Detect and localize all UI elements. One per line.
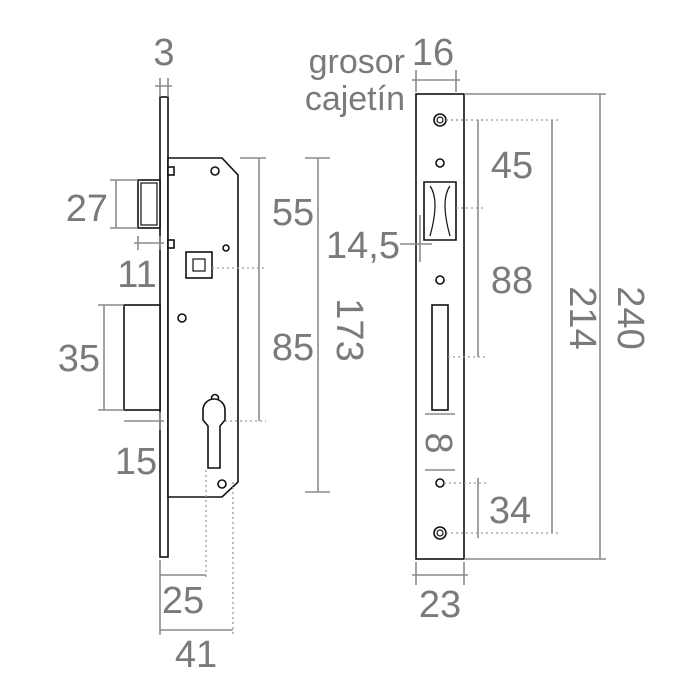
- bolt-opening-inner: [429, 185, 451, 237]
- dim-strike-offset: 14,5: [326, 225, 400, 267]
- dim-lower-spacing: 85: [272, 327, 314, 369]
- dim-upper-spacing: 55: [272, 192, 314, 234]
- screw-icon: [217, 479, 227, 489]
- strike-plate: grosor cajetín 16 14,5 45 88: [305, 32, 651, 626]
- case-tab: [167, 239, 175, 249]
- dim-strike-screws: 214: [561, 286, 603, 349]
- screw-icon: [435, 478, 445, 488]
- faceplate: [159, 96, 169, 558]
- bolt-opening: [423, 181, 457, 241]
- dim-strike-total: 240: [609, 286, 651, 349]
- dim-latch-height: 35: [58, 338, 100, 380]
- screw-icon: [177, 313, 187, 323]
- dim-bolt-height: 27: [66, 188, 108, 230]
- dim-case-depth: 41: [175, 634, 217, 676]
- screw-icon: [435, 275, 445, 285]
- screw-icon: [435, 158, 445, 168]
- cylinder-hole: [202, 398, 226, 469]
- dim-strike-lower: 34: [489, 490, 531, 532]
- deadbolt: [137, 179, 161, 229]
- dim-backset: 25: [162, 580, 204, 622]
- screw-icon: [210, 166, 220, 176]
- dim-front-thickness: 3: [153, 32, 174, 74]
- dim-strike-upper: 45: [491, 145, 533, 187]
- dim-body-height: 173: [328, 298, 370, 361]
- dim-strike-small: 8: [417, 432, 459, 453]
- dim-latch-offset: 15: [115, 441, 157, 483]
- dim-strike-middle: 88: [491, 260, 533, 302]
- screw-icon: [222, 244, 230, 252]
- deadbolt-inner: [140, 182, 158, 226]
- screw-icon: [433, 526, 447, 540]
- screw-icon: [436, 116, 444, 124]
- follower-spindle: [192, 258, 206, 272]
- dim-grosor: 16: [412, 32, 454, 74]
- lock-case: [167, 157, 239, 498]
- screw-icon: [436, 529, 444, 537]
- latch-bolt: [123, 304, 161, 411]
- label-cajetin: cajetín: [305, 80, 405, 118]
- screw-icon: [433, 113, 447, 127]
- latch-slot: [431, 304, 449, 411]
- case-tab: [167, 166, 175, 176]
- follower-square: [185, 251, 213, 279]
- dim-bolt-gap: 11: [117, 254, 156, 296]
- mortise-lock: 3 27 11 35 15 55 85 173: [58, 32, 370, 676]
- dim-strike-width: 23: [419, 584, 461, 626]
- label-grosor: grosor: [309, 43, 405, 81]
